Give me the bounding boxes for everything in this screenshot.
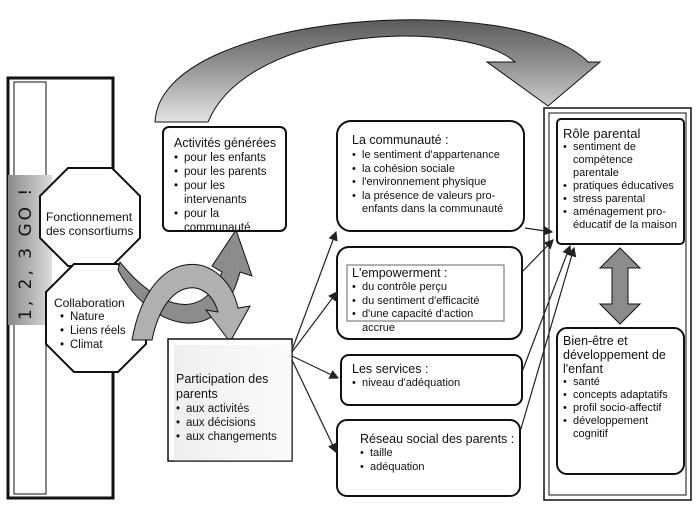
- box-activites-title: Activités générées: [174, 136, 277, 150]
- list-item: développement cognitif: [563, 415, 681, 441]
- octagon-collaboration: Collaboration Nature Liens réels Climat: [54, 296, 144, 352]
- list-item: Climat: [60, 338, 144, 352]
- list-item: pour la communauté: [174, 207, 286, 235]
- list-item: la cohésion sociale: [352, 163, 520, 177]
- list-item: du sentiment d'efficacité: [352, 295, 504, 309]
- list-item: stress parental: [563, 193, 681, 206]
- box-participation: Participation des parents aux activités …: [176, 372, 288, 444]
- list-item: aux changements: [176, 430, 288, 444]
- list-item: pour les parents: [174, 165, 286, 179]
- list-item: pratiques éducatives: [563, 180, 681, 193]
- list-item: taille: [360, 447, 518, 461]
- box-reseau-title: Réseau social des parents :: [360, 432, 515, 446]
- list-item: concepts adaptatifs: [563, 389, 681, 402]
- feedback-arc-arrow: [154, 19, 602, 123]
- list-item: Nature: [60, 310, 144, 324]
- connector-reseau-role: [519, 246, 577, 433]
- list-item: aux activités: [176, 402, 288, 416]
- list-item: adéquation: [360, 461, 518, 475]
- double-arrow: [598, 247, 642, 325]
- connector-to-communaute: [291, 230, 338, 351]
- box-empowerment: L'empowerment : du contrôle perçu du sen…: [352, 266, 504, 335]
- box-communaute-title: La communauté :: [352, 133, 449, 147]
- box-role-title: Rôle parental: [563, 126, 641, 141]
- list-item: aménagement pro-éducatif de la maison: [563, 206, 681, 232]
- list-item: aux décisions: [176, 416, 288, 430]
- list-item: le sentiment d'appartenance: [352, 149, 520, 163]
- connector-to-services: [291, 355, 340, 379]
- list-item: profil socio-affectif: [563, 402, 681, 415]
- connector-to-empowerment: [291, 291, 338, 353]
- box-services: Les services : niveau d'adéquation: [352, 362, 512, 391]
- list-item: du contrôle perçu: [352, 281, 504, 295]
- connector-services-role: [521, 244, 572, 373]
- box-services-title: Les services :: [352, 362, 429, 376]
- list-item: santé: [563, 376, 681, 389]
- box-bienetre: Bien-être et développement de l'enfant s…: [563, 334, 681, 441]
- box-reseau: Réseau social des parents : taille adéqu…: [360, 432, 518, 474]
- connector-to-reseau: [291, 359, 337, 454]
- box-participation-title: Participation des parents: [176, 372, 269, 401]
- list-item: Liens réels: [60, 324, 144, 338]
- connector-communaute-role: [524, 226, 554, 236]
- connector-empowerment-role: [521, 239, 554, 273]
- list-item: d'une capacité d'action accrue: [352, 308, 504, 335]
- box-role: Rôle parental sentiment de compétence pa…: [563, 126, 681, 232]
- list-item: sentiment de compétence parentale: [563, 141, 681, 180]
- right-inner-frame: [548, 112, 687, 496]
- octagon-collaboration-title: Collaboration: [54, 296, 125, 310]
- list-item: la présence de valeurs pro-enfants dans …: [352, 190, 520, 217]
- list-item: niveau d'adéquation: [352, 377, 512, 391]
- box-empowerment-title: L'empowerment :: [352, 266, 448, 280]
- side-label: 1, 2, 3 GO !: [16, 185, 36, 321]
- box-bienetre-title: Bien-être et développement de l'enfant: [563, 334, 666, 376]
- list-item: pour les intervenants: [174, 179, 286, 207]
- octagon-fonctionnement-title: Fonctionnement des consortiums: [46, 210, 134, 238]
- box-communaute: La communauté : le sentiment d'appartena…: [352, 133, 520, 217]
- list-item: pour les enfants: [174, 151, 286, 165]
- box-activites: Activités générées pour les enfants pour…: [174, 136, 286, 235]
- list-item: l'environnement physique: [352, 176, 520, 190]
- twist-arrow-down: [131, 264, 251, 343]
